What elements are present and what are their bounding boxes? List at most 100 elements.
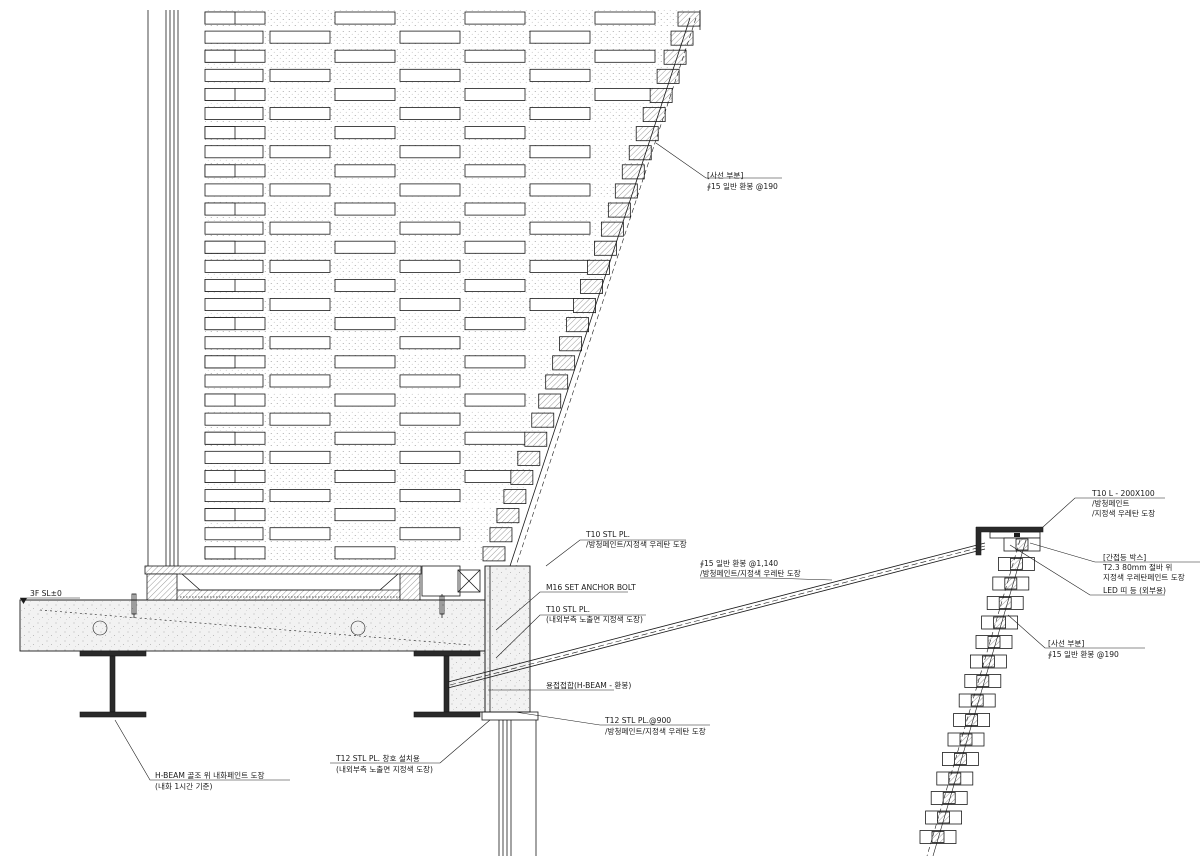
brick-unit [269,298,331,312]
brick-unit-left [204,412,264,426]
brick-unit [399,298,461,312]
brick-unit [464,393,526,407]
brick-unit-left [204,278,236,292]
cut-brick [503,489,527,505]
brick-unit-left [204,317,236,331]
annotations: [사선 부분] ∮15 일반 환봉 @190 T10 STL PL. /방청페인… [155,171,1185,791]
brick-unit [529,68,591,82]
brick-unit-left [204,126,236,140]
brick-unit [399,259,461,273]
cut-brick [517,450,541,466]
note-angle: T10 L - 200X100 [1091,489,1155,498]
cut-brick [545,374,569,390]
brick-unit [464,11,526,25]
cut-brick-right [948,772,962,785]
brick-unit [334,355,396,369]
cut-brick-right [970,694,984,707]
brick-unit-left [204,546,236,560]
note-rod-1140: ∮15 일반 환봉 @1,140 [700,558,778,568]
brick-unit [269,412,331,426]
h-beam-right [413,650,481,718]
brick-unit-left [204,68,264,82]
note-rebar-right: ∮15 일반 환봉 @190 [1048,649,1119,659]
brick-unit-left [204,30,264,44]
brick-unit-left [204,527,264,541]
brick-unit [399,527,461,541]
brick-unit-left [204,469,236,483]
note-cut-part-top: [사선 부분] [707,171,743,180]
brick-unit-left [204,88,236,101]
note-t12-plate-coating: /방청페인트/지정색 우레탄 도장 [605,726,706,736]
mortar-row [205,48,687,66]
brick-unit [269,107,331,121]
brick-unit [529,30,591,44]
brick-unit [334,546,396,560]
concrete-upstand [444,565,531,713]
mortar-row [205,124,659,142]
brick-unit [334,469,396,483]
brick-unit [529,107,591,121]
diagonal-rod-left [509,10,701,567]
brick-unit [334,431,396,445]
diagonal-rod-centerline [515,17,697,567]
brick-unit [529,183,591,197]
brick-unit [464,278,526,292]
cut-brick-right [982,655,995,668]
cut-brick [649,88,673,103]
cut-brick-right [993,616,1006,629]
brick-unit [464,49,526,63]
cut-brick-right [1004,577,1018,590]
note-light-box: [간접등 박스] [1103,552,1146,562]
brick-unit [399,68,461,82]
cut-brick [566,317,589,333]
cut-brick [510,469,534,485]
cut-brick [600,221,624,237]
brick-unit-left [204,355,236,369]
cut-brick [552,355,576,371]
brick-unit [399,107,461,121]
brick-unit [334,393,396,407]
note-t10-plate-mid: T10 STL PL. [545,605,590,614]
brick-unit [334,278,396,292]
cut-brick [670,30,694,46]
cut-brick [642,107,666,123]
brick-unit [399,450,461,464]
cut-brick [580,278,603,294]
brick-unit [399,183,461,197]
steel-box-section [421,565,481,597]
brick-unit [269,183,331,197]
note-cut-part-right: [사선 부분] [1048,639,1084,648]
cut-brick [524,431,548,447]
brick-unit [529,145,591,159]
brick-unit [269,450,331,464]
brick-unit [269,68,331,82]
brick-unit [269,221,331,235]
note-hbeam-fire: (내화 1시간 기준) [155,781,213,791]
brick-unit [269,145,331,159]
brick-unit-left [204,240,236,254]
note-angle-coating: /지정색 우레탄 도장 [1092,508,1155,518]
brick-unit-left [204,164,236,178]
note-t12-window-coating: (내외부측 노출면 지정색 도장) [336,764,433,774]
cut-brick-right [998,597,1012,609]
cut-brick-right [1015,538,1029,551]
brick-unit [464,431,526,445]
brick-unit [334,11,396,25]
cut-brick-right [954,753,967,765]
brick-unit [269,374,331,388]
brick-unit [399,145,461,159]
diagonal-rod-right [932,539,1027,856]
note-light-box-size: T2.3 80mm 절바 위 [1102,562,1172,572]
brick-unit-left [204,145,264,159]
cut-brick-right [931,831,945,843]
brick-unit [334,126,396,140]
brick-unit [399,30,461,44]
note-t12-window: T12 STL PL. 창호 설치용 [335,753,420,763]
note-led: LED 띠 등 (외부용) [1103,585,1166,595]
note-angle-paint: /방청페인트 [1092,498,1130,508]
brick-unit [399,412,461,426]
note-t10-plate-top: T10 STL PL. [585,530,630,539]
cut-brick-right [987,636,1001,648]
brick-unit-left [204,183,264,197]
